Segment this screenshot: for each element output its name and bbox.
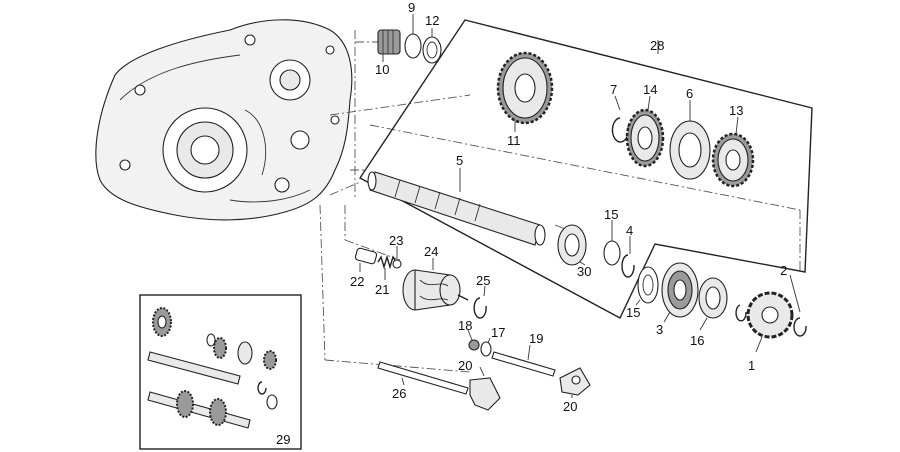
part-23-ball [392, 259, 402, 269]
part-24-shift-drum [402, 258, 469, 311]
label-18: 18 [458, 318, 472, 333]
label-24: 24 [424, 244, 438, 259]
inset-box-29 [139, 294, 302, 450]
label-20-right: 20 [563, 399, 577, 414]
part-6-sleeve [669, 100, 711, 180]
label-17: 17 [491, 325, 505, 340]
label-10: 10 [375, 62, 389, 77]
label-26: 26 [392, 386, 406, 401]
part-2-circlip-right [793, 317, 807, 337]
part-26-rod [377, 361, 469, 395]
label-16: 16 [690, 333, 704, 348]
part-14-gear [625, 95, 665, 168]
label-1: 1 [748, 358, 755, 373]
part-22-pin [354, 247, 378, 265]
label-20-left: 20 [458, 358, 472, 373]
part-20-fork-right [559, 367, 591, 398]
crankcase-half [95, 19, 353, 221]
label-30: 30 [577, 264, 591, 279]
part-21-spring [377, 254, 397, 270]
label-23: 23 [389, 233, 403, 248]
assembly-guide-lines [319, 30, 801, 373]
label-19: 19 [529, 331, 543, 346]
label-7: 7 [610, 82, 617, 97]
label-22: 22 [350, 274, 364, 289]
group-28-outline [358, 19, 813, 319]
part-10-needle-bearing [377, 29, 401, 62]
part-12-washer [422, 36, 442, 64]
label-29: 29 [276, 432, 290, 447]
callout-labels: 9 12 10 28 7 14 6 13 11 5 15 4 23 24 22 … [276, 0, 787, 447]
label-2: 2 [780, 263, 787, 278]
label-13: 13 [729, 103, 743, 118]
part-9-washer [404, 33, 422, 59]
part-3-bearing [661, 262, 699, 323]
part-1-sprocket [746, 291, 794, 353]
label-14: 14 [643, 82, 657, 97]
part-25-circlip [473, 297, 487, 319]
label-28: 28 [650, 38, 664, 53]
part-11-gear [496, 51, 554, 132]
label-4: 4 [626, 223, 633, 238]
label-3: 3 [656, 322, 663, 337]
part-15-washer-lower [637, 266, 659, 304]
label-5: 5 [456, 153, 463, 168]
label-15-upper: 15 [604, 207, 618, 222]
label-21: 21 [375, 282, 389, 297]
part-13-gear [711, 116, 755, 188]
label-25: 25 [476, 273, 490, 288]
part-4-circlip [621, 254, 635, 278]
part-19-fork-shaft [491, 344, 556, 377]
part-16-seal [698, 277, 728, 331]
label-12: 12 [425, 13, 439, 28]
part-30-seal [557, 224, 587, 266]
label-11: 11 [507, 133, 521, 148]
part-20-fork-left [469, 366, 501, 411]
part-18-washer [468, 339, 480, 351]
part-5-main-shaft [367, 168, 546, 246]
part-2-circlip-left [735, 304, 747, 322]
label-15-lower: 15 [626, 305, 640, 320]
label-6: 6 [686, 86, 693, 101]
part-17-washer [480, 341, 492, 357]
part-15-washer-upper [603, 240, 621, 266]
label-9: 9 [408, 0, 415, 15]
